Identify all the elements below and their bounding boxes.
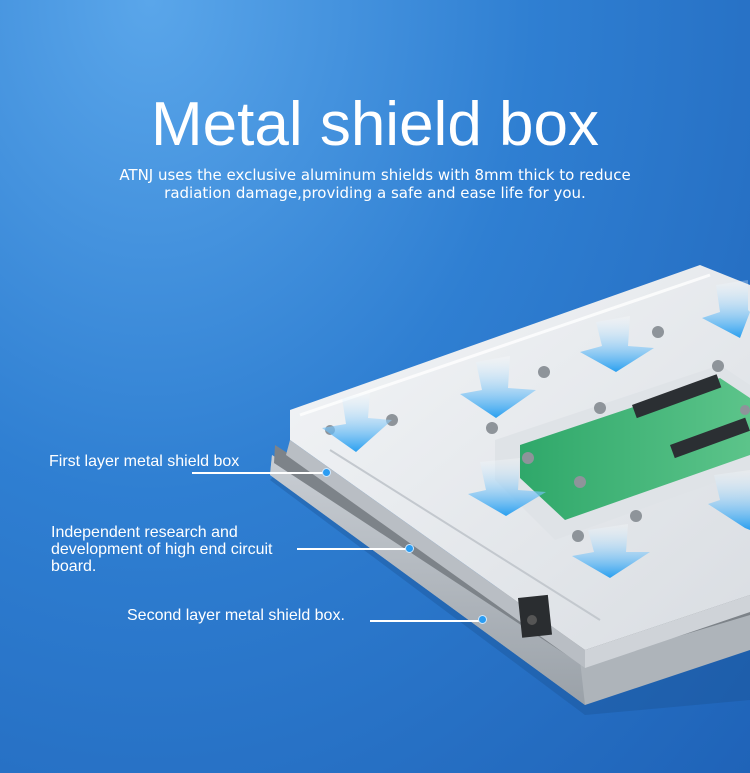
callout-first-layer: First layer metal shield box	[49, 453, 240, 470]
callout-circuit-line-2: development of high end circuit	[51, 541, 273, 558]
page-subtitle: ATNJ uses the exclusive aluminum shields…	[0, 166, 750, 202]
callout-circuit-line-1: Independent research and	[51, 524, 238, 541]
first-layer-shield	[286, 265, 750, 668]
callout-circuit-line-3: board.	[51, 558, 97, 575]
leader-dot-circuit-board	[405, 544, 414, 553]
leader-line-circuit-board	[297, 548, 409, 550]
callout-circuit-board: Independent research and development of …	[51, 524, 272, 575]
page-title: Metal shield box	[150, 90, 600, 159]
leader-dot-first-layer	[322, 468, 331, 477]
callout-second-layer: Second layer metal shield box.	[127, 607, 345, 624]
subtitle-line-1: ATNJ uses the exclusive aluminum shields…	[119, 166, 631, 184]
subtitle-line-2: radiation damage,providing a safe and ea…	[164, 184, 586, 202]
second-layer-shield	[270, 455, 750, 705]
leader-line-first-layer	[192, 472, 326, 474]
leader-dot-second-layer	[478, 615, 487, 624]
leader-line-second-layer	[370, 620, 482, 622]
arrows	[322, 280, 750, 578]
